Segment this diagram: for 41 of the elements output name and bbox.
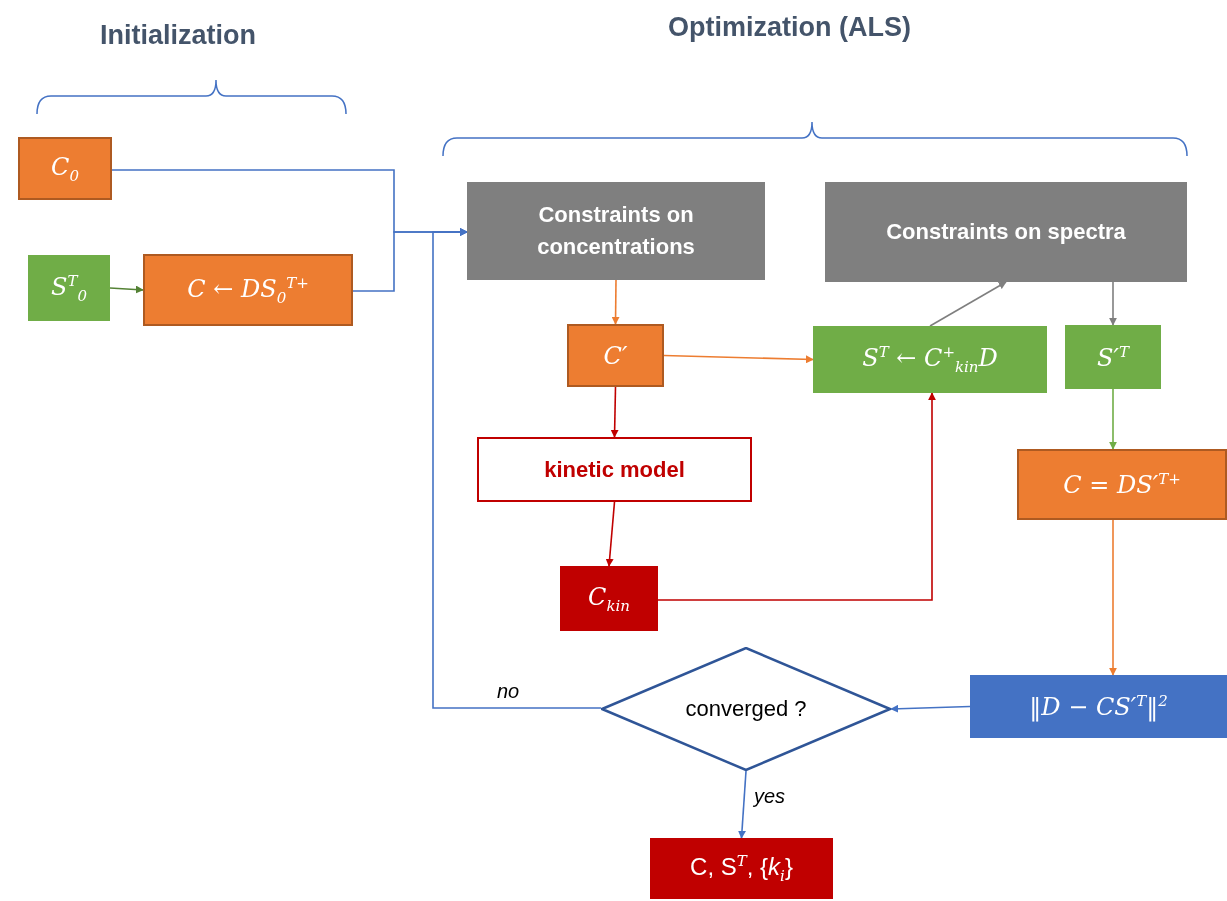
arrow [738, 770, 747, 839]
arrow [929, 281, 1007, 327]
formula-box [650, 838, 833, 899]
formula-box [1065, 325, 1161, 389]
section-heading: Initialization [100, 20, 256, 51]
arrow [663, 354, 814, 364]
formula: C$_{0}$ [51, 152, 79, 185]
formula: C = DS′$^{T+}$ [1063, 470, 1181, 499]
arrow [109, 285, 144, 294]
node-label: kinetic model [544, 455, 685, 484]
arrow [432, 228, 602, 709]
arrow [605, 501, 616, 567]
formula: ‖D − CS′$^{T}$‖$^{2}$ [1029, 692, 1168, 721]
formula-box [970, 675, 1227, 738]
node-label: Constraints on concentrations [536, 201, 696, 261]
formula-box [560, 566, 658, 631]
arrow [611, 279, 620, 325]
formula: C, S$^{T}$, {k$_{i}$} [690, 852, 793, 885]
node-label: Constraints on spectra [886, 218, 1126, 247]
formula-box [567, 324, 664, 387]
formula-box [143, 254, 353, 326]
formula-box [28, 255, 110, 321]
formula: S$^{T}$ ← C$^{+}$$_{kin}$D [862, 343, 998, 376]
process-box [477, 437, 752, 502]
node-label: converged ? [685, 695, 807, 724]
arrow [657, 392, 936, 601]
process-box [467, 182, 765, 280]
formula-box [1017, 449, 1227, 520]
formula: C$_{kin}$ [588, 582, 630, 615]
formula: C′ [603, 341, 628, 370]
section-heading: Optimization (ALS) [668, 12, 911, 43]
arrow [890, 704, 971, 713]
arrow [1109, 281, 1117, 326]
formula: S′$^{T}$ [1097, 342, 1129, 372]
formula-box [18, 137, 112, 200]
arrow [1109, 388, 1117, 450]
decision-diamond [601, 647, 891, 771]
arrow [610, 386, 619, 438]
formula-box [813, 326, 1047, 393]
process-box [825, 182, 1187, 282]
arrow [1109, 519, 1117, 676]
